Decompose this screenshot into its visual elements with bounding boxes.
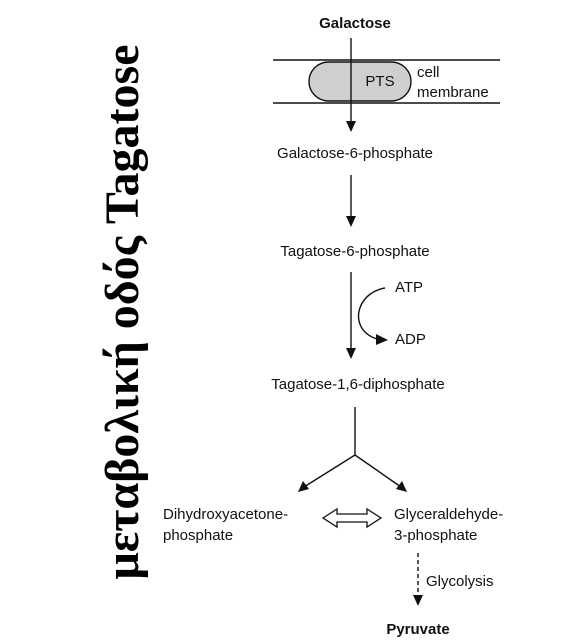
- isomerase-double-arrow: [321, 507, 383, 529]
- arrowhead-adp: [376, 334, 388, 345]
- adp-label: ADP: [395, 331, 426, 348]
- galactose-6-phosphate-label: Galactose-6-phosphate: [277, 145, 433, 162]
- arrowhead-t16dp: [346, 348, 356, 359]
- arrowhead-pyruvate: [413, 595, 423, 606]
- dhap-label-line1: Dihydroxyacetone-: [163, 506, 288, 523]
- pts-label: PTS: [365, 73, 394, 90]
- glycolysis-label: Glycolysis: [426, 573, 494, 590]
- split-right-branch: [354, 454, 402, 488]
- g3p-label-line1: Glyceraldehyde-: [394, 506, 503, 523]
- membrane-label: membrane: [417, 84, 489, 101]
- g3p-label-line2: 3-phosphate: [394, 527, 477, 544]
- arrowhead-membrane: [346, 121, 356, 132]
- tagatose-1-6-diphosphate-label: Tagatose-1,6-diphosphate: [271, 376, 444, 393]
- atp-adp-curve: [357, 287, 386, 340]
- split-left-branch: [303, 454, 356, 488]
- pyruvate-label: Pyruvate: [386, 621, 449, 638]
- pts-transporter: [308, 61, 412, 102]
- galactose-label: Galactose: [319, 15, 391, 32]
- arrowhead-dhap: [298, 481, 309, 492]
- tagatose-6-phosphate-label: Tagatose-6-phosphate: [280, 243, 429, 260]
- atp-label: ATP: [395, 279, 423, 296]
- arrowhead-t6p: [346, 216, 356, 227]
- side-title: μεταβολική οδός Tagatose: [96, 44, 149, 579]
- arrowhead-g3p: [396, 481, 407, 492]
- dhap-label-line2: phosphate: [163, 527, 233, 544]
- cell-label: cell: [417, 64, 440, 81]
